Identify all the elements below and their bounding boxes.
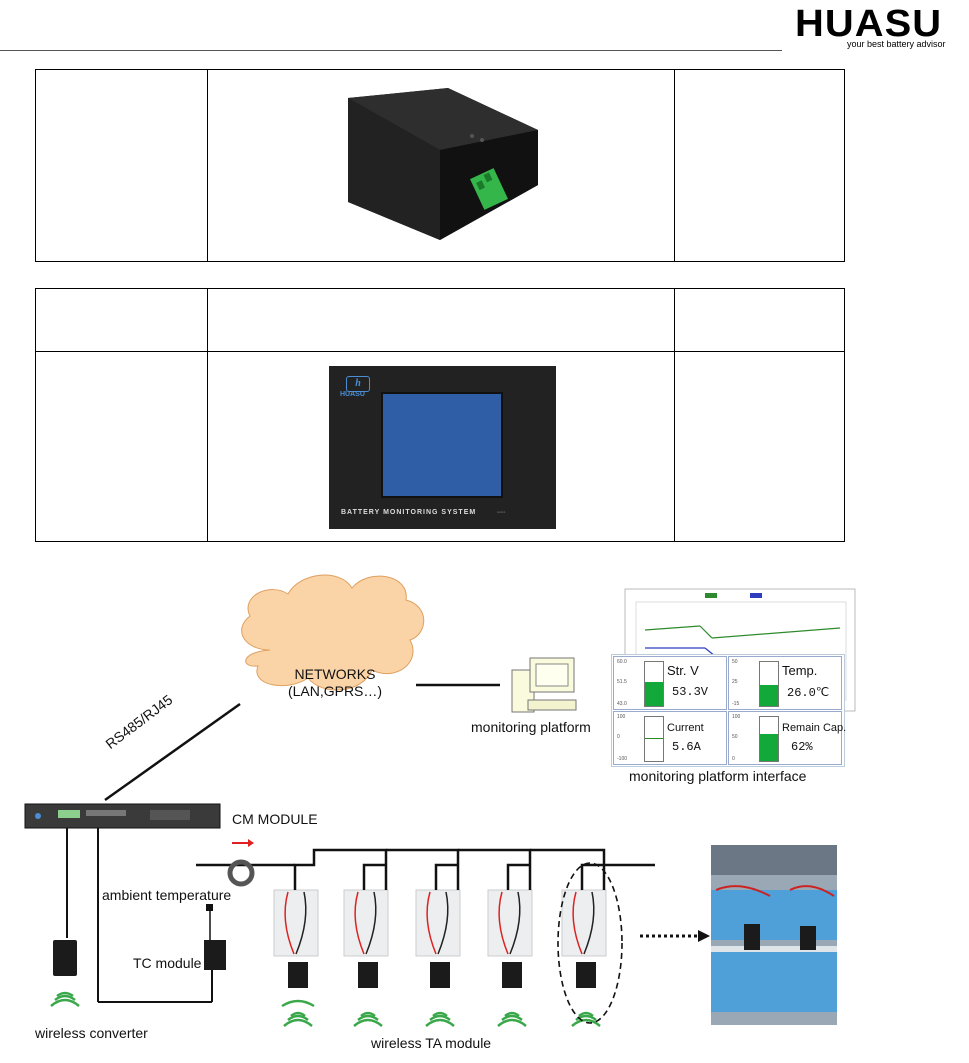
display-leds: ◦◦◦◦ [497,510,506,516]
dashboard-tile: 50 25 -15 Temp. 26.0℃ [728,656,842,710]
dashboard-panel: 60.0 51.5 43.0 Str. V 53.3V 50 25 -15 Temp. 26.0℃… [611,654,846,767]
wireless-signal-icon [50,991,80,1007]
gauge-scale-value: 50 [732,659,738,665]
spec-cell-note [674,69,845,262]
cloud-label: NETWORKS (LAN,GPRS…) [250,666,420,700]
battery-string [273,848,655,988]
tile-value: 53.3V [672,685,709,699]
dashboard-tile: 100 50 0 Remain Cap. 62% [728,711,846,765]
tile-value: 5.6A [672,740,701,754]
device-box-image [348,88,538,240]
huasu-logo: HUASU your best battery advisor [795,3,946,49]
spec-cell-label [35,69,208,262]
gauge-scale-value: 51.5 [617,679,627,685]
spec-table-display: h HUASU BATTERY MONITORING SYSTEM ◦◦◦◦ [35,288,845,542]
display-screen [381,392,503,498]
gauge-scale-value: -100 [617,756,628,762]
spec-header-label [35,288,208,352]
installed-batteries-photo [711,845,837,1025]
highlight-ellipse [557,862,623,1024]
display-title: BATTERY MONITORING SYSTEM [341,509,477,516]
header-divider [0,50,782,51]
cloud-line-1: NETWORKS [294,666,376,682]
gauge-fill [645,738,663,739]
gauge-scale-value: 0 [617,734,620,740]
spec-cell-label-2 [35,351,208,542]
tile-label: Remain Cap. [782,722,847,734]
dashboard-tile: 100 0 -100 Current 5.6A [613,711,727,765]
tile-label: Str. V [667,663,699,678]
tile-value: 26.0℃ [787,686,830,700]
display-unit: h HUASU BATTERY MONITORING SYSTEM ◦◦◦◦ [329,366,556,529]
spec-header-note [674,288,845,352]
cm-module-device [24,803,221,829]
ta-signal-icons [281,999,601,1027]
spec-cell-image-2: h HUASU BATTERY MONITORING SYSTEM ◦◦◦◦ [207,351,675,542]
gauge-scale-value: 0 [732,756,735,762]
spec-cell-image [207,69,675,262]
network-cloud [241,574,425,691]
gauge-bar [644,661,664,707]
system-diagram [24,574,856,1027]
cm-module-label: CM MODULE [232,811,318,827]
gauge-fill [645,682,663,706]
wireless-converter-label: wireless converter [35,1025,148,1041]
gauge-scale-value: 100 [617,714,626,720]
logo-wordmark: HUASU [795,3,943,45]
gauge-scale-value: 100 [732,714,741,720]
gauge-scale-value: 43.0 [617,701,627,707]
display-brand-text: HUASU [340,391,365,398]
gauge-scale-value: 25 [732,679,738,685]
wireless-ta-label: wireless TA module [371,1035,492,1051]
gauge-bar [644,716,664,762]
gauge-bar [759,661,779,707]
spec-cell-note-2 [674,351,845,542]
tile-label: Temp. [782,663,818,678]
cloud-line-2: (LAN,GPRS…) [287,683,383,699]
dashboard-tile: 60.0 51.5 43.0 Str. V 53.3V [613,656,727,710]
tc-module-label: TC module [133,955,202,971]
monitoring-platform-label: monitoring platform [471,719,591,735]
gauge-fill [760,734,778,761]
display-brand-icon: h [346,376,370,392]
ambient-temperature-label: ambient temperature [102,887,232,903]
gauge-fill [760,685,778,706]
spec-table-device [35,69,845,262]
tile-label: Current [667,722,704,734]
gauge-scale-value: 50 [732,734,738,740]
gauge-bar [759,716,779,762]
tc-module-device [204,940,226,970]
monitoring-computer-icon [511,657,577,713]
spec-header-model [207,288,675,352]
gauge-scale-value: 60.0 [617,659,627,665]
monitoring-interface-label: monitoring platform interface [629,768,807,784]
wireless-converter-device [53,940,77,976]
logo-tagline: your best battery advisor [847,39,946,49]
gauge-scale-value: -15 [732,701,740,707]
tile-value: 62% [791,740,813,754]
